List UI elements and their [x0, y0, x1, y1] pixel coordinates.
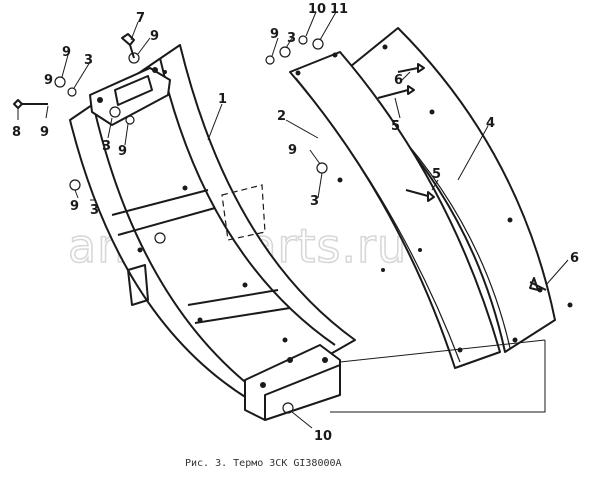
part-label-7: 7: [136, 11, 145, 26]
part-label-3: 3: [102, 139, 111, 154]
part-label-5: 5: [432, 167, 441, 182]
part-label-6: 6: [570, 251, 579, 266]
part-label-9: 9: [288, 143, 297, 158]
part-label-10: 10: [314, 429, 332, 444]
panel-part-2: [289, 51, 501, 369]
part-label-9: 9: [40, 125, 49, 140]
part-label-2: 2: [277, 109, 286, 124]
part-label-9: 9: [270, 27, 279, 42]
part-label-3: 3: [287, 31, 296, 46]
part-label-11: 11: [330, 2, 348, 17]
part-labels: 7 9 9 3 9 8 9 3 9 9 3 1 9 3 10 11 2 6 5 …: [12, 2, 579, 444]
part-label-1: 1: [218, 92, 227, 107]
part-label-3: 3: [310, 194, 319, 209]
part-label-3: 3: [84, 53, 93, 68]
figure-caption: Рис. 3. Термо ЗСК GI38000A: [185, 458, 342, 469]
part-label-9: 9: [118, 144, 127, 159]
part-label-9: 9: [150, 29, 159, 44]
part-label-6: 6: [394, 73, 403, 88]
part-label-9: 9: [70, 199, 79, 214]
part-label-9: 9: [44, 73, 53, 88]
part-label-9: 9: [62, 45, 71, 60]
part-label-8: 8: [12, 125, 21, 140]
leader-lines: [17, 11, 569, 429]
part-label-10: 10: [308, 2, 326, 17]
part-label-5: 5: [391, 119, 400, 134]
part-label-4: 4: [486, 116, 495, 131]
part-label-3: 3: [90, 203, 99, 218]
